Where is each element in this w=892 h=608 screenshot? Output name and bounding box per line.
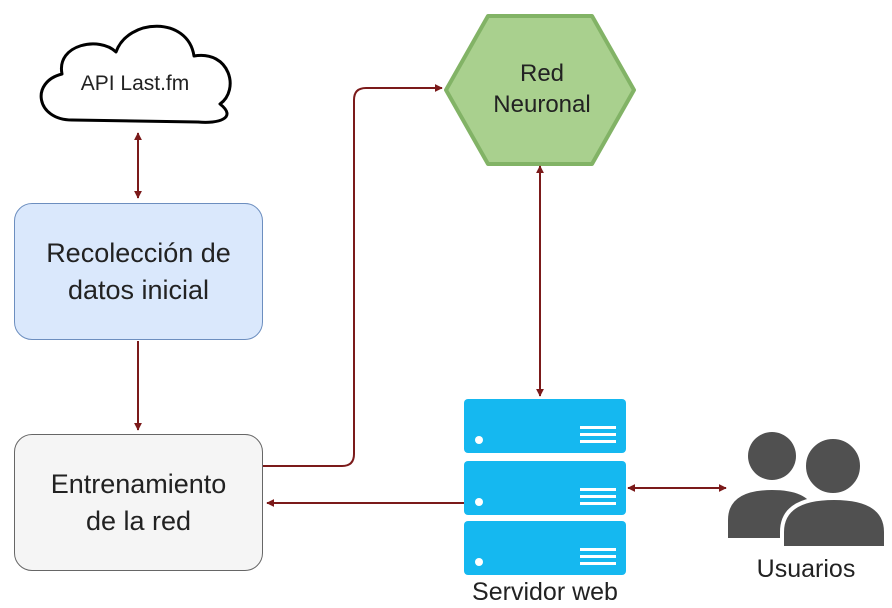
recoleccion-node: Recolección de datos inicial — [14, 203, 263, 340]
red-neuronal-hexagon — [444, 14, 636, 166]
red-neuronal-label: Red Neuronal — [493, 60, 591, 119]
usuarios-label: Usuarios — [756, 555, 856, 583]
users-icon — [728, 432, 888, 550]
server-rack-icon — [464, 399, 626, 575]
entrenamiento-node: Entrenamiento de la red — [14, 434, 263, 571]
arrow-entrenamiento-red — [263, 84, 443, 467]
api-lastfm-label: API Last.fm — [80, 72, 190, 95]
servidor-web-label: Servidor web — [472, 578, 618, 606]
cloud-icon — [39, 24, 232, 124]
